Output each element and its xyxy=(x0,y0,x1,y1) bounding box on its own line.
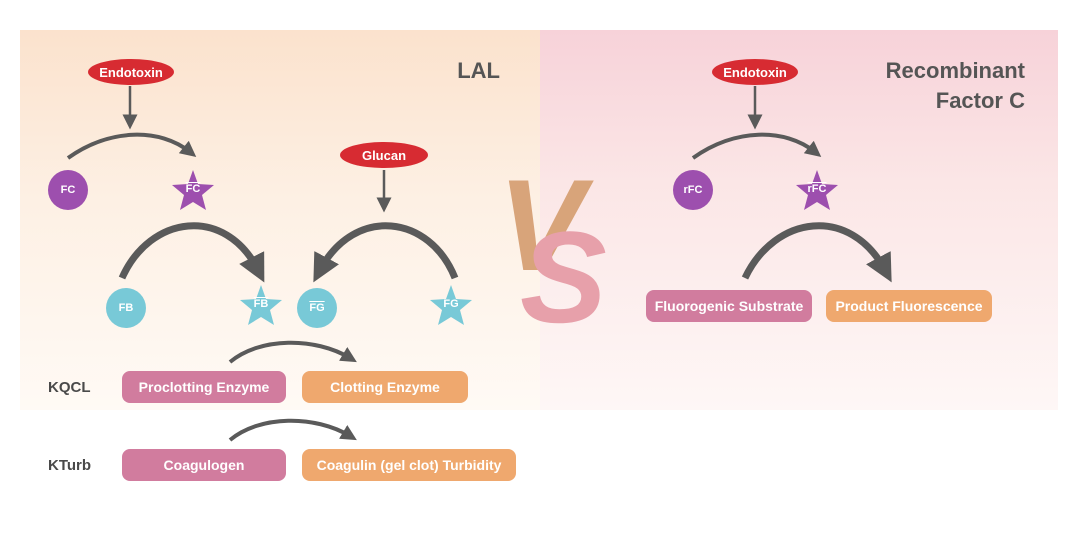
kqcl-arrow xyxy=(228,340,357,364)
vs-letter-v: V xyxy=(498,152,594,298)
coagulin-turbidity-pill: Coagulin (gel clot) Turbidity xyxy=(302,449,516,481)
rfc-title-line2: Factor C xyxy=(935,88,1025,113)
rfc-title-line1: Recombinant xyxy=(885,58,1025,83)
activated-factor-b-label: FB xyxy=(253,298,269,310)
rfc-endotoxin-label: Endotoxin xyxy=(712,59,798,85)
kturb-label: KTurb xyxy=(48,457,92,474)
recombinant-factor-c-panel xyxy=(540,30,1058,410)
factor-c-circle: FC xyxy=(48,170,88,210)
factor-b-circle: FB xyxy=(106,288,146,328)
activated-factor-b-star: FB xyxy=(240,285,282,325)
activated-factor-g-circle: FG xyxy=(297,288,337,328)
fc-activation-arrow xyxy=(66,132,197,160)
activated-factor-c-star: FC xyxy=(172,170,214,210)
coagulogen-pill: Coagulogen xyxy=(122,449,286,481)
product-fluorescence-pill: Product Fluorescence xyxy=(826,290,992,322)
kturb-arrow xyxy=(228,418,357,442)
fg-activation-arrow xyxy=(313,222,459,283)
endotoxin-label: Endotoxin xyxy=(88,59,174,85)
factor-g-star: FG xyxy=(430,285,472,325)
glucan-label: Glucan xyxy=(340,142,428,168)
fluorogenic-substrate-pill: Fluorogenic Substrate xyxy=(646,290,812,322)
activated-rfc-label: rFC xyxy=(807,183,827,195)
lal-title: LAL xyxy=(457,58,500,83)
proclotting-enzyme-pill: Proclotting Enzyme xyxy=(122,371,286,403)
substrate-conversion-arrow xyxy=(741,222,892,283)
vs-letter-s: S xyxy=(520,204,607,330)
clotting-enzyme-pill: Clotting Enzyme xyxy=(302,371,468,403)
activated-factor-g-label: FG xyxy=(309,302,325,314)
vs-emblem: V S xyxy=(498,152,607,330)
activated-rfc-star: rFC xyxy=(796,170,838,210)
rfc-title: Recombinant Factor C xyxy=(820,56,1025,116)
activated-factor-c-label: FC xyxy=(185,183,201,195)
lal-panel xyxy=(20,30,540,410)
fb-activation-arrow xyxy=(118,222,265,283)
rfc-circle: rFC xyxy=(673,170,713,210)
kqcl-label: KQCL xyxy=(48,379,91,396)
rfc-activation-arrow xyxy=(691,132,822,160)
factor-g-label: FG xyxy=(443,298,459,310)
